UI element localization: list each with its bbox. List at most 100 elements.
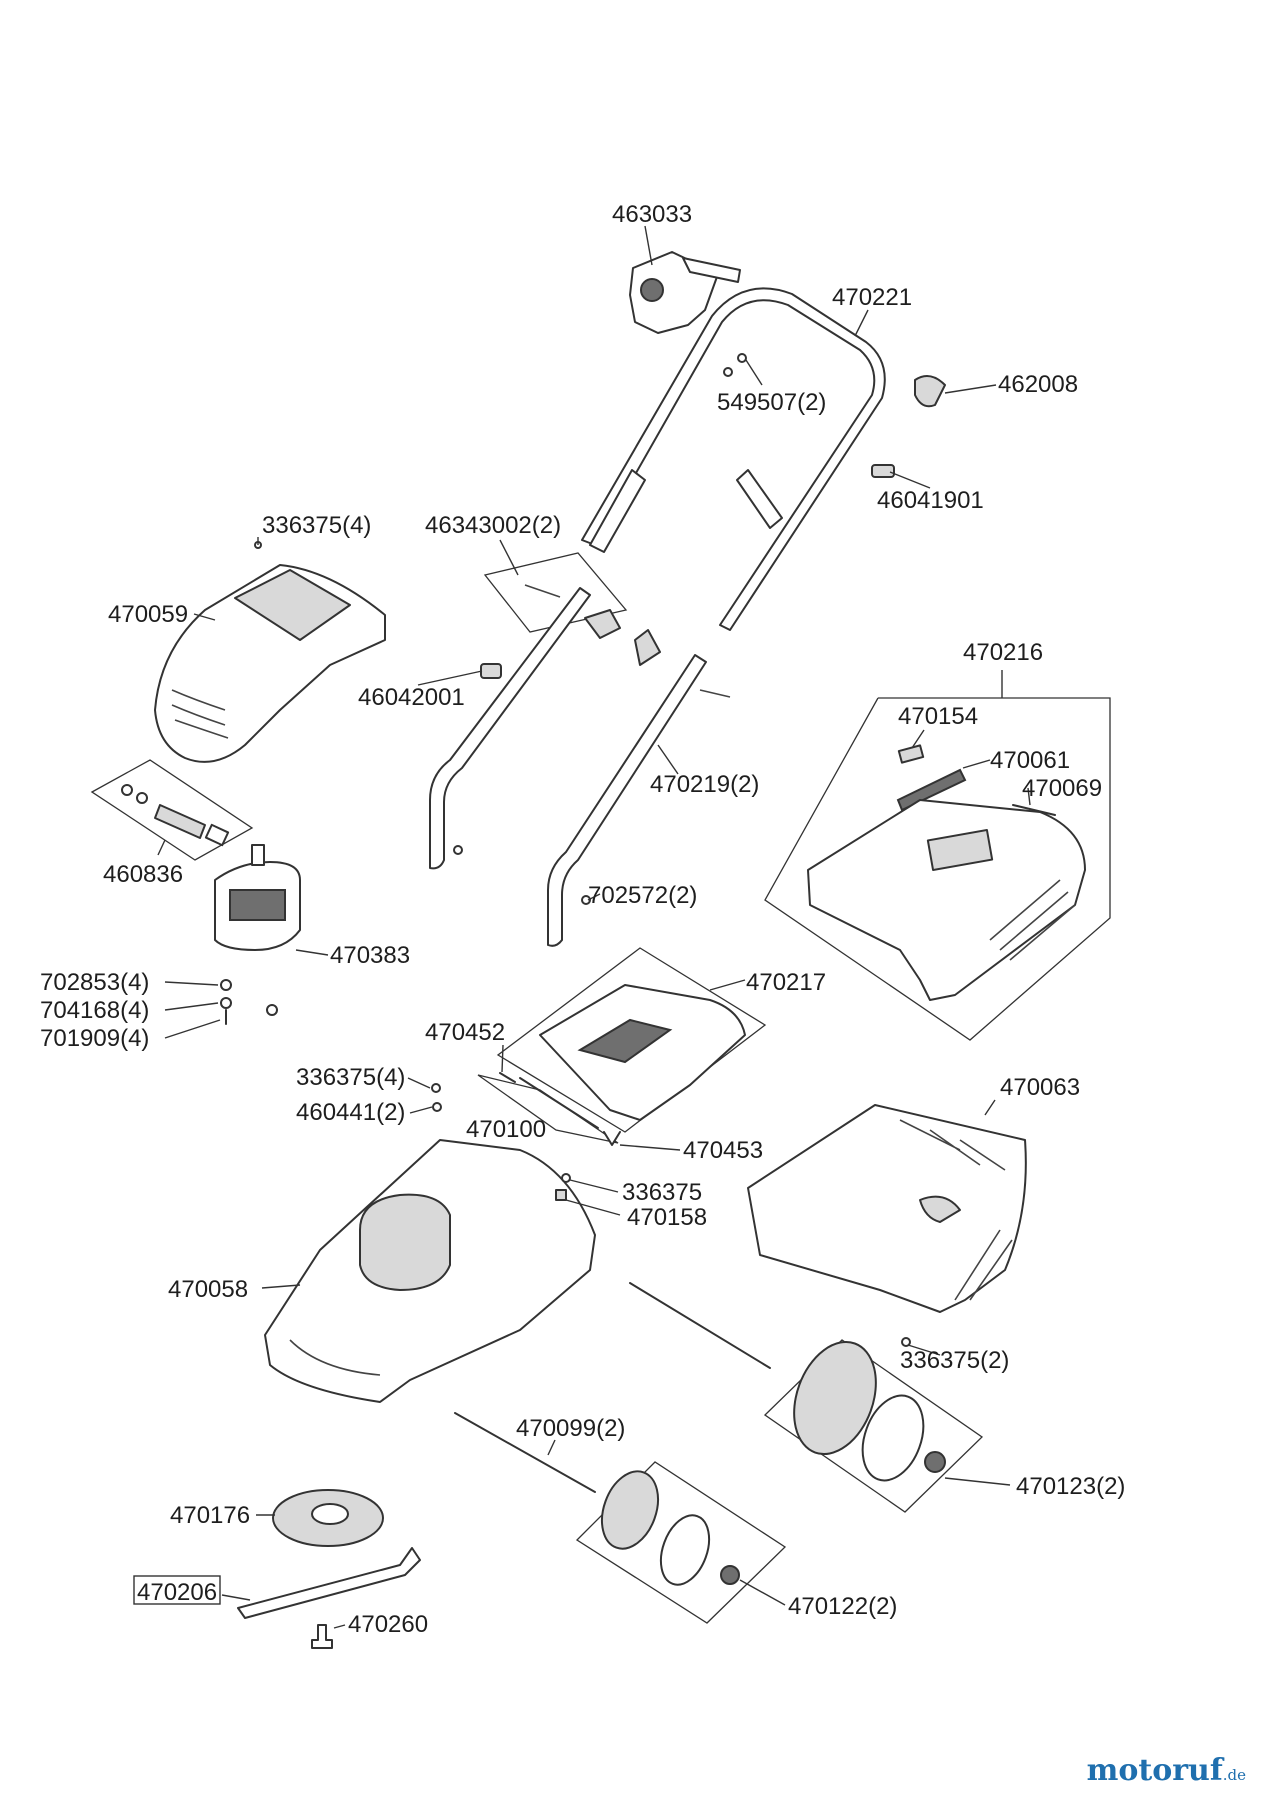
grass-box-mesh [899,1119,1013,1301]
leader-470206 [221,1594,251,1601]
motor-cover-vent-2 [171,704,226,726]
lid-pin-470069 [1012,804,1056,816]
label-702572: 702572(2) [588,882,697,909]
watermark-logo: motoruf.de [1087,1753,1246,1788]
mower-deck [264,1139,596,1403]
leader-lines [157,225,1031,1629]
cable-washer [136,792,148,804]
leader-336375-box [907,1344,941,1356]
front-wheel-cap [720,1565,740,1585]
label-702853: 702853(4) [40,969,149,996]
rear-flap [431,984,746,1146]
cutting-parts [237,1489,421,1649]
motor-washer-704168 [220,997,232,1009]
leader-470219 [657,744,679,775]
front-wheel-set [600,1470,740,1586]
lid-inner-panel [926,829,994,871]
bolt-kit-group-box [483,552,628,633]
leader-336375-deck [569,1179,619,1193]
label-46343002: 46343002(2) [425,512,561,539]
watermark-tld: .de [1222,1766,1246,1784]
leader-470383 [295,949,329,956]
label-470206: 470206 [137,1579,217,1606]
grass-box-body [747,1104,1027,1313]
leader-704168 [164,1002,219,1011]
motor-washer-702853 [220,979,232,991]
leader-470154 [911,729,925,749]
rear-flap-body [539,984,746,1121]
screw-549507-b [723,367,733,377]
handle-bolt-right [699,689,731,698]
label-460441: 460441(2) [296,1099,405,1126]
cable-sleeve [154,804,206,839]
flap-screw-336375 [431,1083,441,1093]
leader-46041901 [889,471,931,489]
leader-470123 [944,1477,1011,1486]
label-46041901: 46041901 [877,487,984,514]
leader-701909 [164,1019,221,1039]
front-wheel-tyre [600,1470,660,1550]
power-cable-assembly [121,784,230,847]
leader-470061 [962,759,991,769]
leader-702853 [164,981,219,986]
watermark-name: motoruf [1086,1753,1223,1788]
grass-box [747,1104,1027,1347]
leader-470058 [261,1284,301,1289]
part-labels: 463033 470221 462008 549507(2) 46041901 … [40,201,1125,1638]
label-470158: 470158 [627,1204,707,1231]
rear-wheel-set [793,1340,946,1482]
leader-702572 [587,893,601,901]
leader-46343002 [499,539,519,576]
handle-bolt-left [524,584,561,598]
label-470453: 470453 [683,1137,763,1164]
label-460836: 460836 [103,861,183,888]
leader-336375-flap [407,1077,431,1089]
lower-handle-right [547,654,707,947]
deck-motor-well [359,1193,451,1291]
motor-cover [154,541,386,763]
leader-462008 [944,384,997,394]
handle-assembly [429,251,946,947]
label-463033: 463033 [612,201,692,228]
leader-470158 [565,1199,621,1216]
flap-spring-470453 [603,1131,621,1146]
leader-470063 [984,1099,996,1116]
fan-hub [311,1503,349,1525]
label-704168: 704168(4) [40,997,149,1024]
cable-hook [871,464,895,478]
leader-470260 [333,1624,346,1629]
flap-spring-470452 [499,1072,516,1083]
label-336375-deck: 336375 [622,1179,702,1206]
rear-wheel-cap [924,1451,946,1473]
leader-470069 [1027,787,1031,806]
leader-46042001 [417,670,483,686]
label-470058: 470058 [168,1276,248,1303]
grass-box-screw [901,1337,911,1347]
motor-bolt-right [266,1004,278,1016]
upper-handle-left-grip [589,469,646,553]
switch-lever-bar [682,257,741,283]
label-470260: 470260 [348,1611,428,1638]
lid-grille [989,879,1076,961]
lid-handle-470061 [896,768,967,812]
label-470452: 470452 [425,1019,505,1046]
label-470063: 470063 [1000,1074,1080,1101]
rear-wheel-tyre [793,1340,877,1456]
label-336375-top: 336375(4) [262,512,371,539]
upper-handle-frame [581,287,886,631]
cable-kit-group-box [90,759,254,861]
leader-470099 [547,1439,556,1456]
label-470069: 470069 [1022,775,1102,802]
label-470176: 470176 [170,1502,250,1529]
screw-lower-left [453,845,463,855]
label-701909: 701909(4) [40,1025,149,1052]
label-470383: 470383 [330,942,410,969]
leader-549507 [745,359,763,386]
grass-box-lid [807,744,1086,1001]
label-470122: 470122(2) [788,1593,897,1620]
label-46042001: 46042001 [358,684,465,711]
screw-549507-a [737,353,747,363]
leader-470217 [709,979,746,991]
cable-clip [480,663,502,679]
label-470217: 470217 [746,969,826,996]
